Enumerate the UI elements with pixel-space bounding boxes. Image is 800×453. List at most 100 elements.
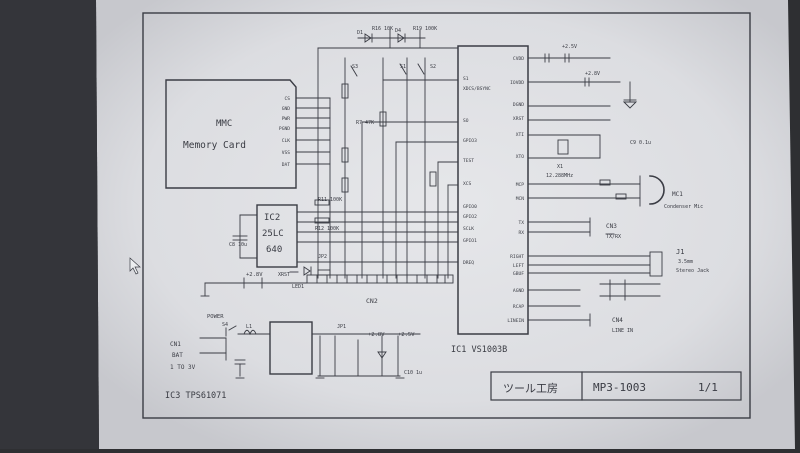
- ic1-right-pin-label-14: RCAP: [513, 304, 524, 310]
- ic1-right-pin-label-13: AGND: [513, 288, 524, 294]
- jp2-label: JP2: [318, 254, 327, 260]
- resistor-r7: R7 47K: [356, 120, 374, 126]
- ic1-right-pin-label-9: RX: [518, 230, 524, 236]
- cn3-label: CN3: [606, 223, 617, 230]
- resistor-r12: R12 100K: [315, 226, 339, 232]
- s2-label: S2: [430, 64, 436, 70]
- ic2-part-line: 25LC: [262, 229, 284, 239]
- rail-2v8-top: +2.8V: [585, 71, 600, 77]
- mmc-pin-label-1: GND: [282, 106, 291, 112]
- ic2-wiring: [232, 211, 459, 263]
- ic1-left-pin-label-1: XDCS/BSYNC: [463, 86, 491, 92]
- ic1-right-pin-label-15: LINEIN: [507, 318, 524, 324]
- mmc-pin-label-3: PGND: [279, 126, 290, 132]
- rail-2v8-bottom: +2.8V: [368, 332, 385, 338]
- power-switch-label: POWER: [207, 314, 224, 320]
- ic1-left-pin-label-4: TEST: [463, 158, 474, 164]
- ic1-right-pin-labels: CVDDIOVDDDGNDXRSTXTIXTOMCPMCNTXRXRIGHTLE…: [507, 56, 524, 324]
- cn2-label: CN2: [366, 297, 378, 305]
- ic2-part-number: 640: [266, 245, 282, 255]
- cn1-sublabel-bat: BAT: [172, 352, 183, 359]
- mmc-subtitle: Memory Card: [183, 140, 246, 151]
- ground-symbols: [200, 233, 615, 379]
- s3-label: S3: [352, 64, 358, 70]
- capacitor-c10: C10 1u: [404, 370, 422, 376]
- cn3-sublabel: TX/RX: [606, 234, 621, 240]
- x1-label: X1: [557, 164, 563, 170]
- rail-2v5-bottom: +2.5V: [398, 332, 415, 338]
- s1-label: S1: [400, 64, 406, 70]
- ic1-left-pin-label-0: S1: [463, 76, 469, 82]
- ic1-right-pin-label-8: TX: [518, 220, 524, 226]
- led-and-reset: [204, 266, 331, 297]
- s4-label: S4: [222, 322, 228, 328]
- d4-label: D4: [395, 28, 401, 34]
- ic1-left-pin-label-5: XCS: [463, 181, 472, 187]
- power-supply-section: [199, 325, 421, 377]
- projection-screen: [96, 0, 795, 449]
- ic1-left-pin-label-2: SO: [463, 118, 469, 124]
- ic1-vs1003b-body: [457, 45, 529, 335]
- rail-2v8-mid: +2.8V: [246, 272, 263, 278]
- cn2-header: [306, 274, 454, 284]
- mc1-sublabel: Condenser Mic: [664, 204, 703, 210]
- ic1-left-pin-label-9: GPIO1: [463, 238, 477, 244]
- mouse-cursor-icon: [129, 257, 141, 275]
- reset-label: XRST: [278, 272, 290, 278]
- resistor-r11: R11 100K: [318, 197, 342, 203]
- ic1-right-pin-label-3: XRST: [513, 116, 524, 122]
- left-wall: [0, 0, 99, 449]
- ic1-left-pin-label-6: GPIO0: [463, 204, 477, 210]
- ic1-right-pin-label-0: CVDD: [513, 56, 524, 62]
- rail-2v5-top: +2.5V: [562, 44, 577, 50]
- ic2-25lc640-body: [256, 204, 298, 268]
- ic1-right-pin-label-11: LEFT: [513, 263, 524, 269]
- ic1-left-pin-label-3: GPIO3: [463, 138, 477, 144]
- ic1-right-pin-label-1: IOVDD: [510, 80, 524, 86]
- cn1-label: CN1: [170, 341, 181, 348]
- title-block-maker: ツール工房: [503, 382, 558, 395]
- ic1-right-pin-label-7: MCN: [516, 196, 525, 202]
- ic1-right-pin-label-5: XTO: [516, 154, 525, 160]
- mmc-pin-wires: [295, 97, 459, 279]
- cn4-sublabel: LINE IN: [612, 328, 633, 334]
- mmc-pin-label-5: VSS: [282, 150, 291, 156]
- title-block: [490, 371, 742, 401]
- cn4-label: CN4: [612, 317, 623, 324]
- j1-sublabel-size: 3.5mm: [678, 259, 693, 265]
- ic1-label: IC1 VS1003B: [451, 345, 507, 355]
- pullup-resistors: [314, 83, 437, 224]
- led-label: LED1: [292, 284, 304, 290]
- ic3-tps61071-body: [269, 321, 313, 375]
- ic2-label: IC2: [264, 213, 280, 223]
- ic1-right-side-circuit: [527, 53, 665, 327]
- l1-label: L1: [246, 324, 252, 330]
- capacitor-c9: C9 0.1u: [630, 140, 651, 146]
- ic1-right-pin-label-2: DGND: [513, 102, 524, 108]
- ic1-left-pin-label-10: DREQ: [463, 260, 474, 266]
- d1-label: D1: [357, 30, 363, 36]
- capacitor-c8: C8 10u: [229, 242, 247, 248]
- top-switch-network: [317, 29, 459, 279]
- mc1-label: MC1: [672, 191, 683, 198]
- ic1-left-pin-label-7: GPIO2: [463, 214, 477, 220]
- ic1-right-pin-label-10: RIGHT: [510, 254, 524, 260]
- resistor-r16: R16 10K: [372, 26, 393, 32]
- mmc-title: MMC: [216, 119, 232, 129]
- cn1-sublabel-voltage: 1 TO 3V: [170, 364, 196, 371]
- mmc-card-outline: [165, 79, 297, 189]
- mmc-pin-label-4: CLK: [282, 138, 291, 144]
- mmc-pin-label-2: PWR: [282, 116, 291, 122]
- resistor-r19: R19 100K: [413, 26, 437, 32]
- jp1-label: JP1: [337, 324, 346, 330]
- mmc-pin-label-0: CS: [284, 96, 290, 102]
- ic1-right-pin-label-12: GBUF: [513, 271, 524, 277]
- ic1-left-pin-label-8: SCLK: [463, 226, 474, 232]
- ic3-label: IC3 TPS61071: [165, 391, 226, 401]
- title-block-project: MP3-1003: [593, 381, 646, 394]
- drawing-frame: [142, 12, 751, 419]
